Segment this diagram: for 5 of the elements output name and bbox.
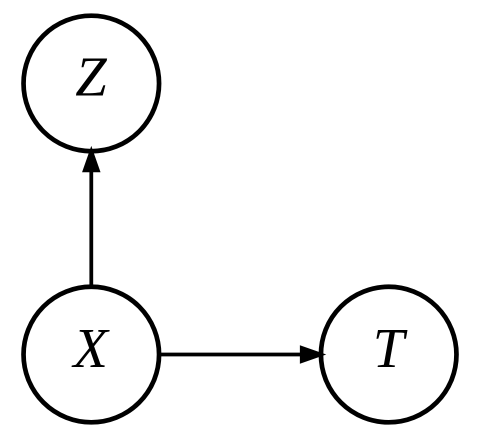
arrow (158, 345, 326, 364)
node-circle: X (20, 284, 161, 425)
node-circle: T (318, 284, 458, 425)
node-circle: Z (20, 13, 161, 154)
arrow (82, 146, 100, 287)
